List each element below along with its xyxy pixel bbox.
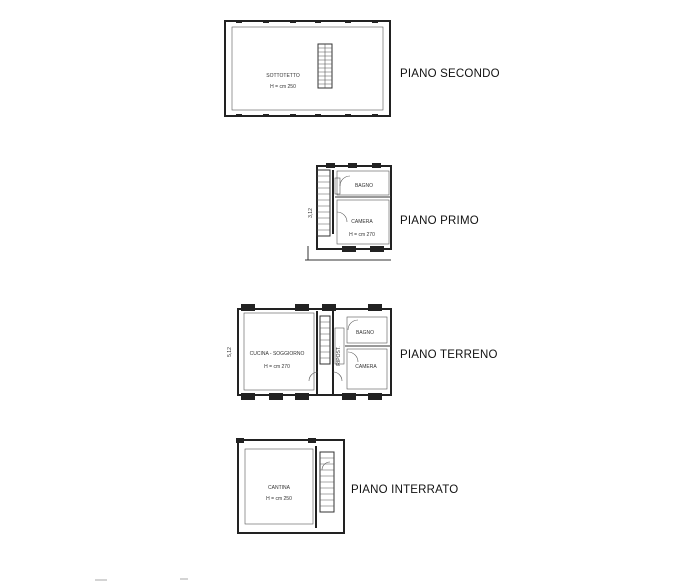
stair-primo-steps <box>317 175 330 231</box>
floor-label-terreno: PIANO TERRENO <box>400 349 498 361</box>
plan-piano-secondo: SOTTOTETTO H = cm 250 PIANO SECONDO <box>224 20 500 117</box>
room-height-camera-primo: H = cm 270 <box>349 232 375 238</box>
room-height-cucina: H = cm 270 <box>264 364 290 370</box>
stair-primo <box>316 169 331 237</box>
camera-terreno-outline <box>346 348 388 390</box>
door-arc-interrato <box>321 461 331 471</box>
plan-piano-interrato: CANTINA H = cm 250 PIANO INTERRATO <box>236 438 458 534</box>
bagno-primo-outline <box>336 170 390 196</box>
cucina-outline <box>243 312 315 391</box>
room-name-sottotetto: SOTTOTETTO <box>266 73 300 79</box>
roof-beams-bottom <box>236 114 378 117</box>
room-name-bagno-terreno: BAGNO <box>356 330 374 336</box>
primo-columns <box>326 163 384 252</box>
door-arc-bagno-terreno <box>347 319 359 331</box>
dim-primo: 3,12 <box>308 208 314 218</box>
room-name-bagno-primo: BAGNO <box>355 183 373 189</box>
room-name-camera-terreno: CAMERA <box>355 364 377 370</box>
plan-piano-primo: BAGNO CAMERA H = cm 270 3,12 PIANO PRIMO <box>305 163 479 261</box>
terreno-columns <box>241 304 382 400</box>
sottotetto-outer-wall <box>224 20 391 117</box>
room-height-cantina: H = cm 250 <box>266 496 292 502</box>
room-name-cucina: CUCINA - SOGGIORNO <box>250 351 305 357</box>
interrato-outer-wall <box>237 439 345 534</box>
room-name-ripost-terreno: RIPOST. <box>336 346 342 365</box>
door-arc-camera-primo <box>336 211 348 223</box>
floor-label-interrato: PIANO INTERRATO <box>351 484 458 496</box>
roof-beams-top <box>236 20 378 23</box>
bagno-terreno-outline <box>346 316 388 344</box>
ripost-terreno <box>334 327 345 365</box>
ripost-primo <box>334 177 341 195</box>
room-name-cantina: CANTINA <box>268 485 291 491</box>
interrato-wall-stubs <box>236 438 316 443</box>
room-name-camera-primo: CAMERA <box>351 219 373 225</box>
dim-terreno: 5,12 <box>227 347 233 357</box>
terreno-outer-wall <box>237 308 392 396</box>
plan-piano-terreno: CUCINA - SOGGIORNO H = cm 270 BAGNO CAME… <box>227 304 498 400</box>
floor-label-primo: PIANO PRIMO <box>400 215 479 227</box>
stair-terreno-steps <box>320 321 330 359</box>
door-arc-camera-terreno <box>347 351 359 363</box>
stair-interrato-steps <box>320 457 334 507</box>
primo-balcony <box>305 246 391 261</box>
cantina-outline <box>244 448 314 525</box>
camera-primo-outline <box>336 199 390 245</box>
sottotetto-inner-wall <box>231 26 384 111</box>
door-arcs-entrance <box>308 371 343 382</box>
floor-label-secondo: PIANO SECONDO <box>400 68 500 80</box>
door-arc-bagno-primo <box>339 175 351 187</box>
stair-secondo <box>317 43 333 89</box>
scan-marks <box>95 578 188 581</box>
room-height-sottotetto: H = cm 250 <box>270 84 296 90</box>
